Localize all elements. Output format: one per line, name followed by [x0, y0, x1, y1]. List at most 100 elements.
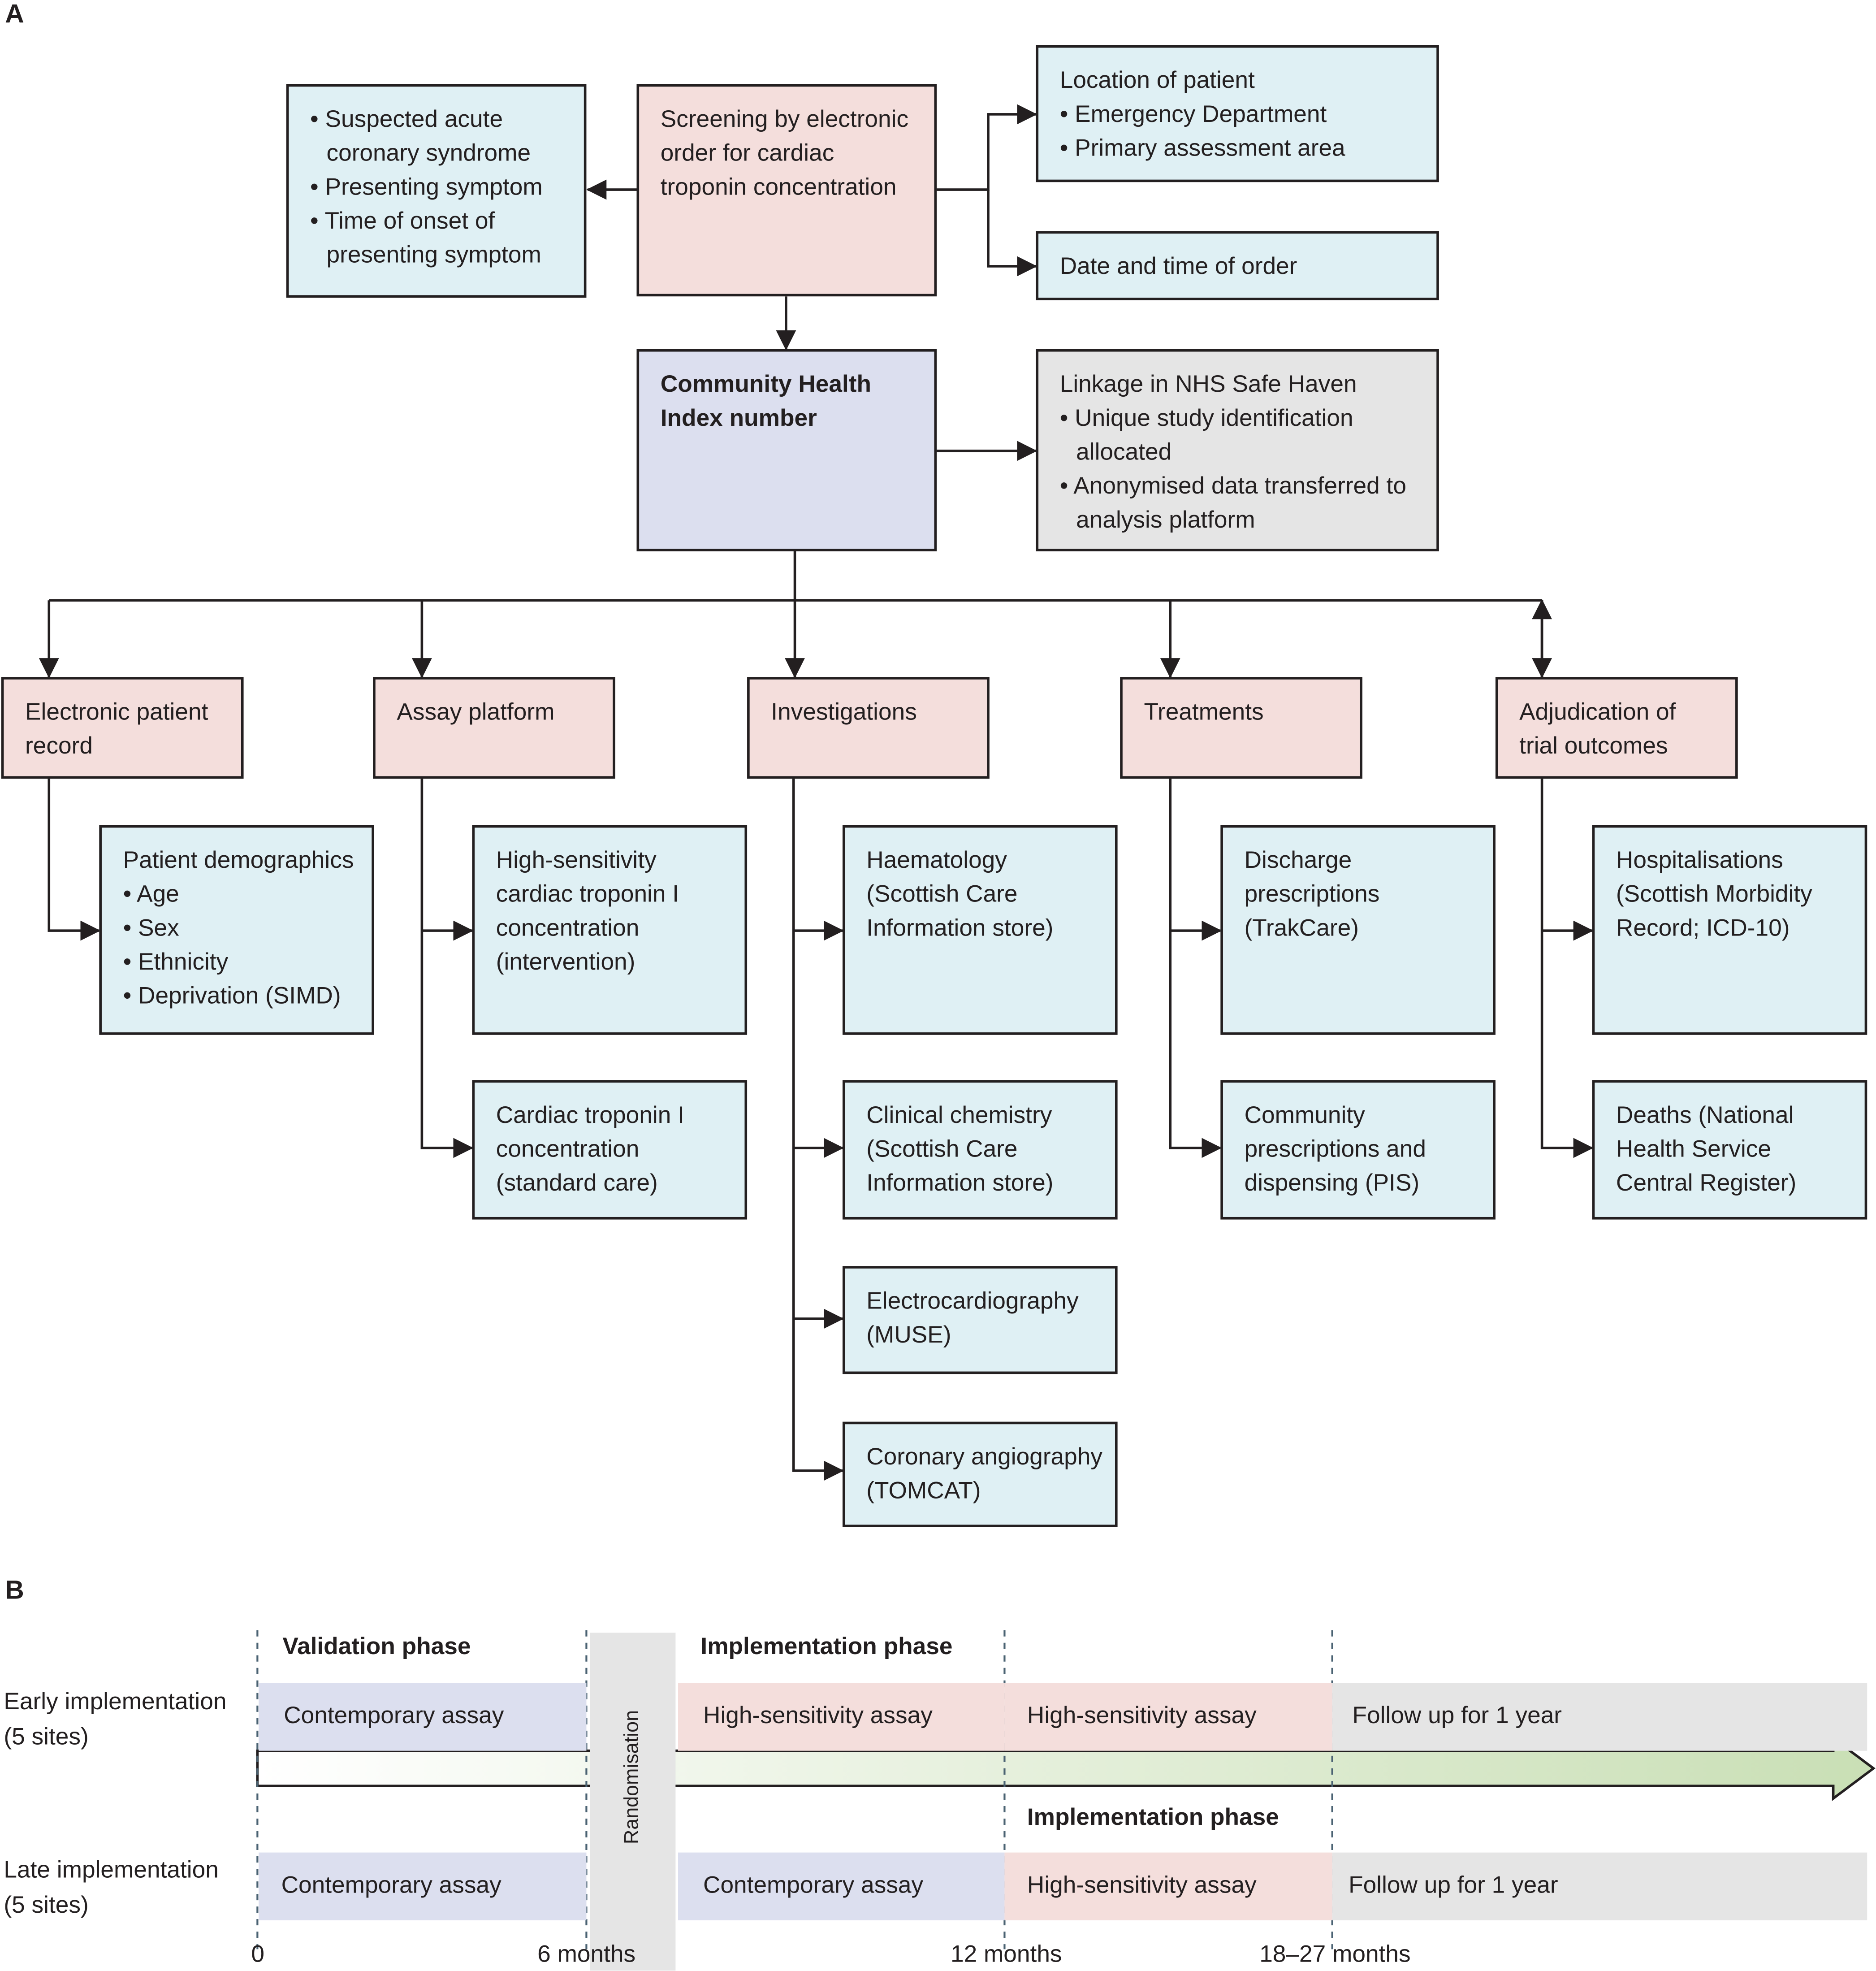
box-line: Screening by electronic: [660, 107, 909, 133]
row-label-line: Late implementation: [4, 1857, 219, 1884]
box-line: (Scottish Morbidity: [1616, 881, 1812, 908]
box-line: Discharge: [1244, 848, 1352, 875]
box-line: presenting symptom: [326, 242, 541, 269]
box-line: Central Register): [1616, 1170, 1797, 1197]
box-line: Information store): [866, 915, 1054, 942]
box-line: Patient demographics: [123, 848, 354, 875]
box-line: • Presenting symptom: [310, 174, 543, 201]
box-line: allocated: [1076, 439, 1172, 466]
box-line: Haematology: [866, 848, 1007, 875]
box-line: (Scottish Care: [866, 1136, 1018, 1163]
discharge-prescriptions-box: Discharge prescriptions (TrakCare): [1220, 825, 1496, 1035]
box-line: (MUSE): [866, 1322, 951, 1349]
box-line: Index number: [660, 405, 817, 432]
box-line: Location of patient: [1059, 68, 1255, 95]
box-line: Coronary angiography: [866, 1444, 1103, 1471]
category-adjudication: Adjudication of trial outcomes: [1495, 677, 1738, 779]
box-line: (Scottish Care: [866, 881, 1018, 908]
late-bar-hs: High-sensitivity assay: [1004, 1852, 1332, 1920]
ecg-box: Electrocardiography (MUSE): [843, 1266, 1118, 1374]
box-line: • Sex: [123, 915, 179, 942]
haematology-box: Haematology (Scottish Care Information s…: [843, 825, 1118, 1035]
suspected-acs-box: • Suspected acute coronary syndrome • Pr…: [286, 84, 587, 298]
tick-6-months: 6 months: [537, 1941, 636, 1968]
early-implementation-label: Early implementation (5 sites): [4, 1685, 226, 1756]
box-line: High-sensitivity: [496, 848, 657, 875]
box-line: Record; ICD-10): [1616, 915, 1790, 942]
box-line: (intervention): [496, 949, 635, 976]
box-line: concentration: [496, 1136, 640, 1163]
early-bar-contemporary: Contemporary assay: [259, 1683, 587, 1751]
box-line: trial outcomes: [1519, 733, 1668, 760]
deaths-box: Deaths (National Health Service Central …: [1592, 1080, 1867, 1220]
early-bar-follow-up: Follow up for 1 year: [1332, 1683, 1867, 1751]
date-time-box: Date and time of order: [1036, 231, 1439, 300]
early-bar-hs-2: High-sensitivity assay: [1004, 1683, 1332, 1751]
validation-phase-label: Validation phase: [282, 1634, 471, 1660]
box-line: Community: [1244, 1102, 1365, 1129]
box-line: Investigations: [771, 699, 917, 726]
box-line: Treatments: [1144, 699, 1264, 726]
clinical-chemistry-box: Clinical chemistry (Scottish Care Inform…: [843, 1080, 1118, 1220]
panel-label-a: A: [5, 0, 24, 29]
box-line: (standard care): [496, 1170, 658, 1197]
box-line: Electrocardiography: [866, 1288, 1079, 1315]
box-line: cardiac troponin I: [496, 881, 679, 908]
box-line: prescriptions and: [1244, 1136, 1426, 1163]
box-line: • Age: [123, 881, 179, 908]
location-box: Location of patient • Emergency Departme…: [1036, 45, 1439, 182]
implementation-phase-label: Implementation phase: [700, 1634, 953, 1660]
box-line: order for cardiac: [660, 140, 834, 167]
late-bar-follow-up: Follow up for 1 year: [1332, 1852, 1867, 1920]
box-line: Community Health: [660, 372, 872, 399]
box-line: Health Service: [1616, 1136, 1772, 1163]
category-assay: Assay platform: [373, 677, 615, 779]
randomisation-band: Randomisation: [590, 1633, 676, 1971]
tick-12-months: 12 months: [950, 1941, 1062, 1968]
row-label-line: (5 sites): [4, 1893, 89, 1919]
community-prescriptions-box: Community prescriptions and dispensing (…: [1220, 1080, 1496, 1220]
box-line: • Unique study identification: [1059, 405, 1353, 432]
box-line: coronary syndrome: [326, 140, 531, 167]
angiography-box: Coronary angiography (TOMCAT): [843, 1421, 1118, 1527]
box-line: troponin concentration: [660, 174, 897, 201]
box-line: dispensing (PIS): [1244, 1170, 1420, 1197]
box-line: Assay platform: [397, 699, 555, 726]
box-line: Deaths (National: [1616, 1102, 1794, 1129]
tick-0: 0: [251, 1941, 264, 1968]
box-line: Information store): [866, 1170, 1054, 1197]
row-label-line: Early implementation: [4, 1689, 227, 1716]
demographics-box: Patient demographics • Age • Sex • Ethni…: [99, 825, 374, 1035]
chi-box: Community Health Index number: [636, 349, 937, 551]
box-line: Electronic patient: [25, 699, 208, 726]
box-line: Cardiac troponin I: [496, 1102, 684, 1129]
box-line: analysis platform: [1076, 507, 1255, 534]
box-line: • Ethnicity: [123, 949, 229, 976]
implementation-phase-late-label: Implementation phase: [1027, 1805, 1279, 1832]
box-line: • Anonymised data transferred to: [1059, 473, 1406, 500]
late-implementation-label: Late implementation (5 sites): [4, 1854, 218, 1924]
box-line: (TOMCAT): [866, 1478, 981, 1505]
box-line: (TrakCare): [1244, 915, 1359, 942]
row-label-line: (5 sites): [4, 1724, 89, 1751]
early-bar-hs-1: High-sensitivity assay: [678, 1683, 1005, 1751]
tick-18-27-months: 18–27 months: [1259, 1941, 1411, 1968]
box-line: Adjudication of: [1519, 699, 1676, 726]
box-line: record: [25, 733, 93, 760]
category-epr: Electronic patient record: [1, 677, 244, 779]
category-treatments: Treatments: [1120, 677, 1362, 779]
std-troponin-box: Cardiac troponin I concentration (standa…: [472, 1080, 748, 1220]
hospitalisations-box: Hospitalisations (Scottish Morbidity Rec…: [1592, 825, 1867, 1035]
box-line: • Emergency Department: [1059, 101, 1327, 128]
box-line: • Suspected acute: [310, 107, 503, 133]
box-line: Hospitalisations: [1616, 848, 1783, 875]
randomisation-label: Randomisation: [621, 1710, 643, 1845]
panel-label-b: B: [5, 1576, 24, 1605]
box-line: • Deprivation (SIMD): [123, 983, 341, 1010]
hs-troponin-box: High-sensitivity cardiac troponin I conc…: [472, 825, 748, 1035]
box-line: Date and time of order: [1059, 253, 1297, 280]
linkage-box: Linkage in NHS Safe Haven • Unique study…: [1036, 349, 1439, 551]
category-investigations: Investigations: [747, 677, 990, 779]
box-line: prescriptions: [1244, 881, 1380, 908]
screening-box: Screening by electronic order for cardia…: [636, 84, 937, 297]
